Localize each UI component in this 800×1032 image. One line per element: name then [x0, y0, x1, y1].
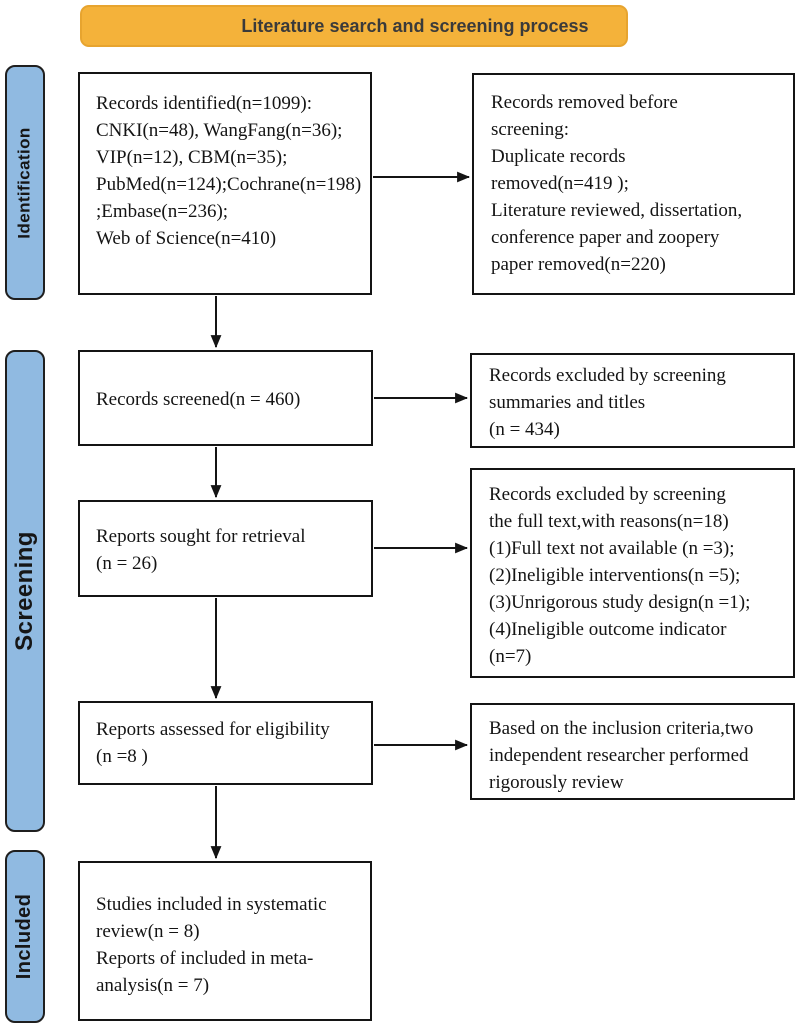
stage-label-identification: Identification	[15, 126, 35, 239]
stage-ribbon-identification: Identification	[5, 65, 45, 300]
box-reports-assessed-text: Reports assessed for eligibility (n =8 )	[96, 719, 330, 767]
box-records-identified: Records identified(n=1099): CNKI(n=48), …	[78, 72, 372, 295]
box-records-removed: Records removed before screening: Duplic…	[472, 73, 795, 295]
box-records-removed-text: Records removed before screening: Duplic…	[491, 92, 743, 275]
box-records-screened-text: Records screened(n = 460)	[96, 389, 301, 410]
diagram-title-banner: Literature search and screening process	[80, 5, 628, 47]
box-excluded-fulltext: Records excluded by screening the full t…	[470, 468, 795, 678]
box-records-identified-text: Records identified(n=1099): CNKI(n=48), …	[96, 93, 362, 249]
box-studies-included-text: Studies included in systematic review(n …	[96, 894, 327, 996]
stage-ribbon-screening: Screening	[5, 350, 45, 832]
box-reports-assessed: Reports assessed for eligibility (n =8 )	[78, 701, 373, 785]
stage-ribbon-included: Included	[5, 850, 45, 1023]
box-criteria-note: Based on the inclusion criteria,two inde…	[470, 703, 795, 800]
box-excluded-titles: Records excluded by screening summaries …	[470, 353, 795, 448]
box-excluded-fulltext-text: Records excluded by screening the full t…	[489, 484, 751, 667]
box-studies-included: Studies included in systematic review(n …	[78, 861, 372, 1021]
box-reports-sought-text: Reports sought for retrieval (n = 26)	[96, 526, 306, 574]
stage-label-included: Included	[13, 893, 36, 980]
box-reports-sought: Reports sought for retrieval (n = 26)	[78, 500, 373, 597]
stage-label-screening: Screening	[11, 531, 39, 651]
box-records-screened: Records screened(n = 460)	[78, 350, 373, 446]
box-criteria-note-text: Based on the inclusion criteria,two inde…	[489, 718, 754, 793]
box-excluded-titles-text: Records excluded by screening summaries …	[489, 365, 726, 440]
diagram-title: Literature search and screening process	[241, 15, 589, 36]
